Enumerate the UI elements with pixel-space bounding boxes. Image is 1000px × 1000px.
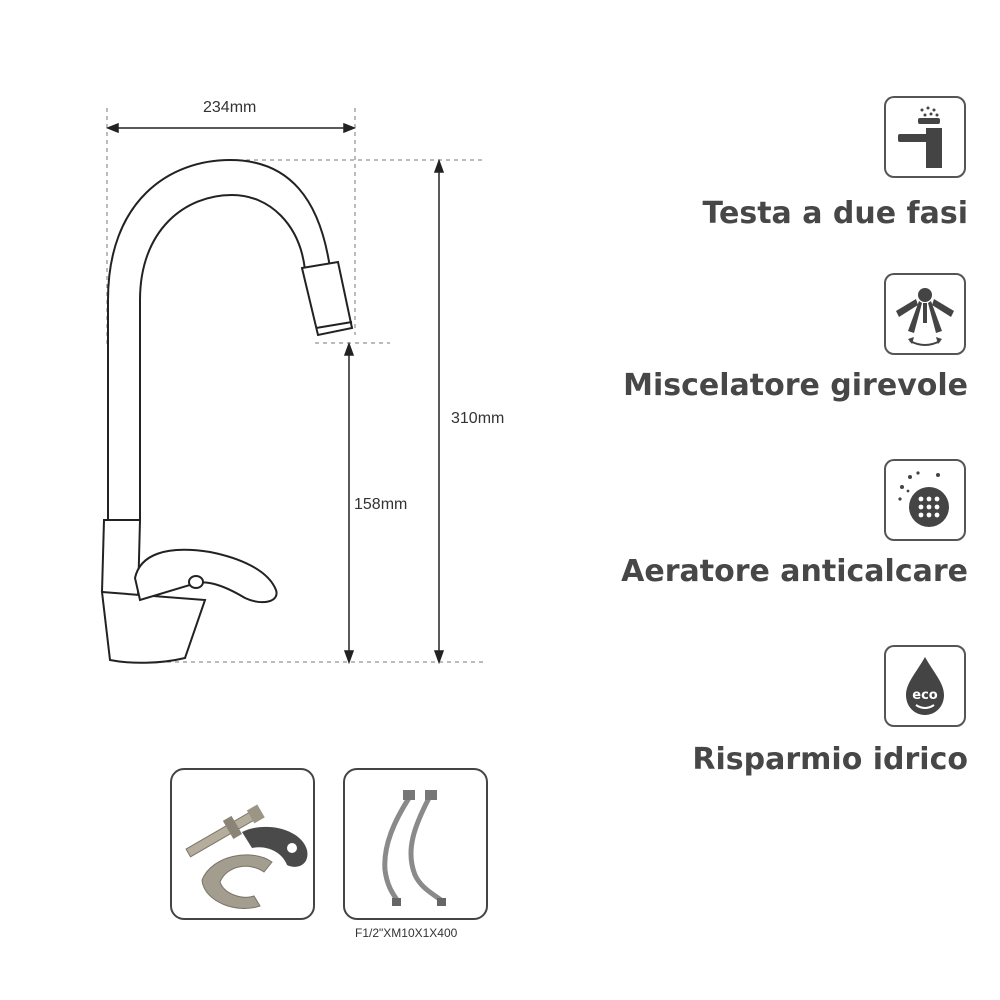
eco-water-drop-icon: eco [884, 645, 966, 727]
total-height-arrow [433, 158, 445, 665]
aerator-icon [884, 459, 966, 541]
flexible-hoses-icon [382, 790, 446, 906]
hoses-box [343, 768, 488, 920]
width-dimension-arrow [105, 122, 357, 134]
width-dimension-label: 234mm [203, 99, 257, 116]
spout-height-label: 158mm [354, 496, 408, 513]
mounting-kit-box [170, 768, 315, 920]
hose-spec-caption: F1/2"XM10X1X400 [355, 926, 458, 940]
feature-label-risparmio: Risparmio idrico [692, 742, 968, 777]
feature-label-aeratore: Aeratore anticalcare [621, 554, 968, 589]
feature-label-testa: Testa a due fasi [702, 196, 968, 231]
spout-height-arrow [343, 341, 355, 665]
faucet-outline [100, 158, 354, 664]
mounting-kit-icon [185, 804, 308, 909]
guide-lines [106, 108, 485, 663]
feature-label-miscelatore: Miscelatore girevole [623, 368, 968, 403]
rotating-spray-icon [884, 273, 966, 355]
svg-text:eco: eco [912, 688, 938, 703]
faucet-icon [884, 96, 966, 178]
total-height-label: 310mm [451, 410, 505, 427]
